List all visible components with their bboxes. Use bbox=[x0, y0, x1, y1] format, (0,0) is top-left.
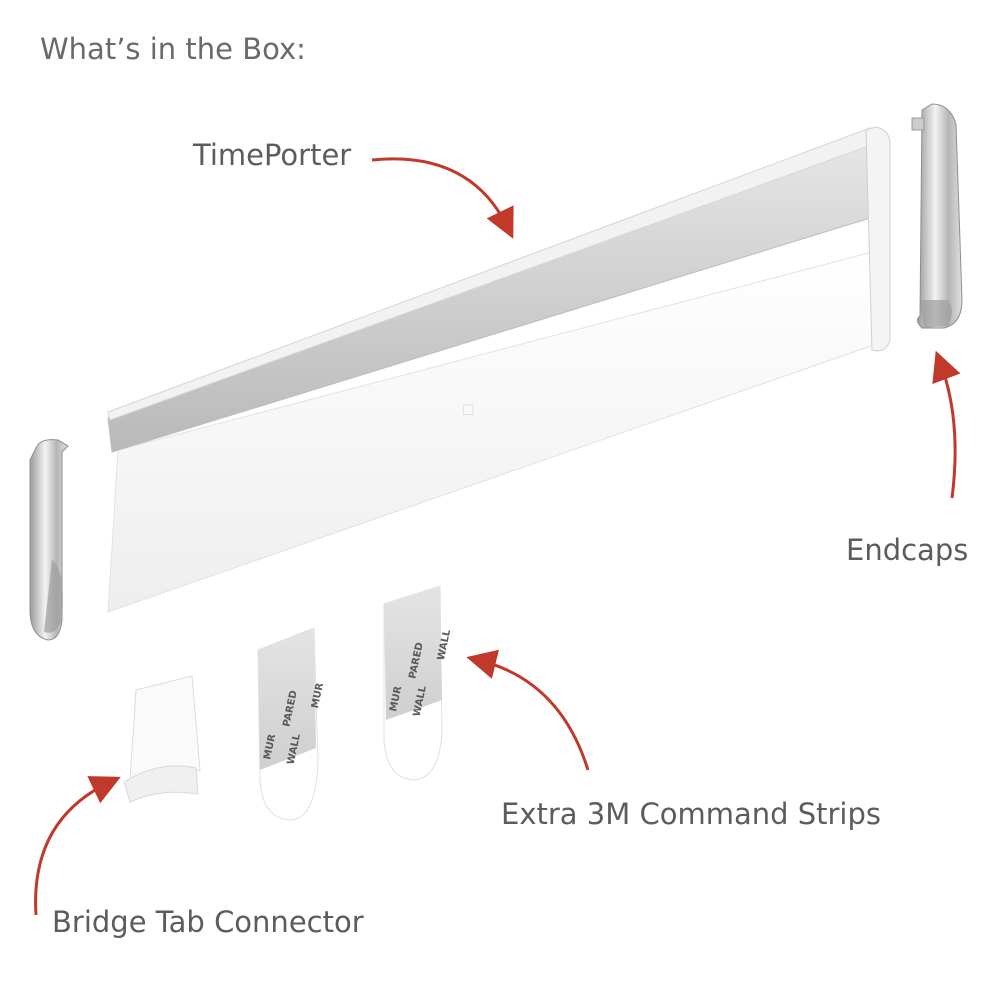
command-strip-2: MUR PARED WALL WALL bbox=[383, 585, 453, 781]
label-endcaps: Endcaps bbox=[846, 533, 969, 567]
command-strip-1: MUR PARED WALL MUR bbox=[257, 627, 326, 821]
arrow-command-strips bbox=[466, 649, 590, 771]
label-command-strips: Extra 3M Command Strips bbox=[501, 797, 882, 831]
arrow-timeporter bbox=[371, 157, 514, 239]
endcap-right bbox=[911, 103, 963, 329]
logo-mark: ☐ bbox=[462, 403, 475, 419]
endcap-left bbox=[29, 439, 69, 641]
arrow-endcaps bbox=[932, 350, 961, 499]
page-heading: What’s in the Box: bbox=[40, 32, 306, 66]
strip1-print-4: MUR bbox=[310, 682, 326, 710]
label-timeporter: TimePorter bbox=[193, 138, 352, 172]
strip1-print-1: MUR bbox=[262, 733, 278, 761]
label-bridge-tab: Bridge Tab Connector bbox=[52, 905, 364, 939]
strip2-print-1: MUR bbox=[388, 685, 404, 713]
arrow-bridge-tab bbox=[34, 776, 121, 916]
bridge-tab-connector bbox=[123, 675, 201, 803]
timeporter-rail: ☐ bbox=[107, 127, 891, 613]
